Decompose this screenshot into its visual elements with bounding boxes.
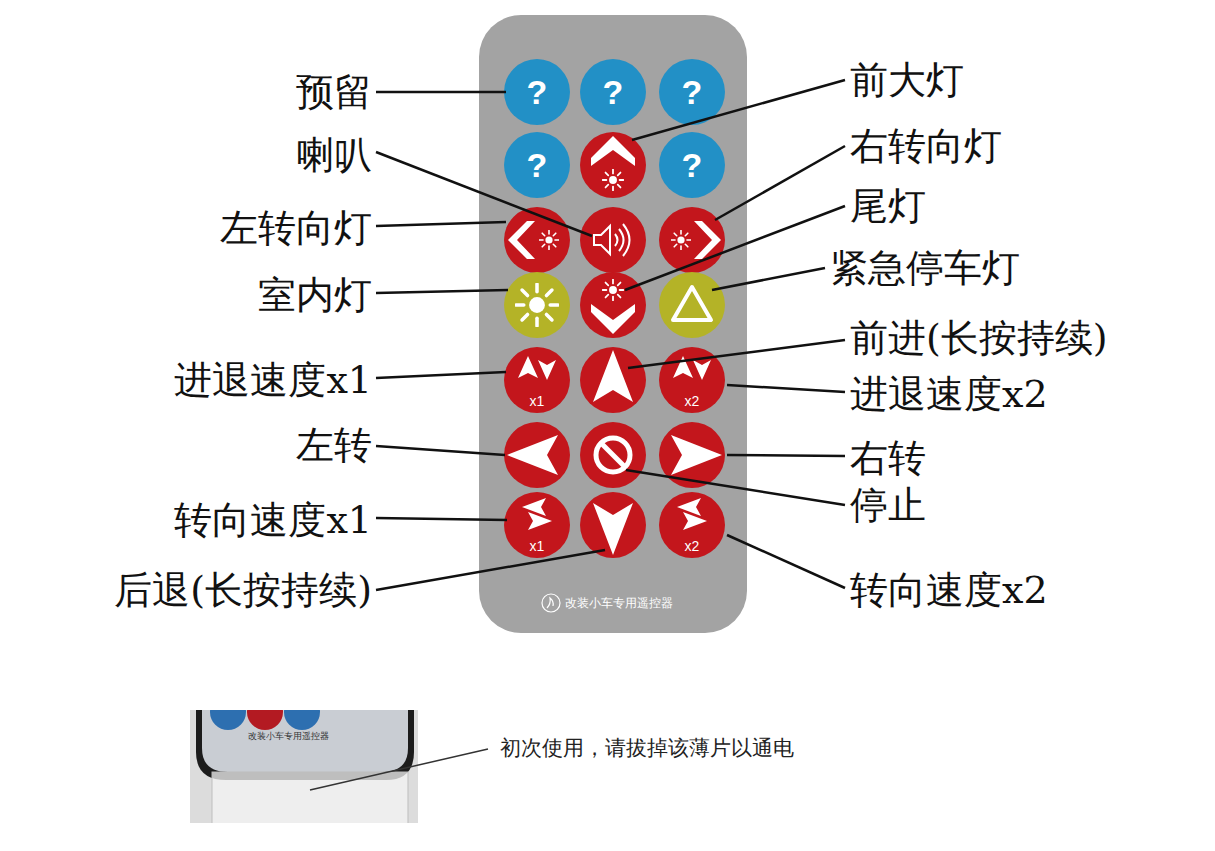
callout-label: 预留 (296, 68, 372, 117)
speed-button: x1 (504, 492, 570, 558)
callout-label: 进退速度x1 (174, 356, 372, 405)
reserved-button: ? (580, 59, 646, 125)
speed-button: x1 (504, 347, 570, 413)
photo-brand-text: 改装小车专用遥控器 (248, 730, 329, 742)
speed-button: x2 (659, 347, 725, 413)
callout-label: 室内灯 (258, 271, 372, 320)
callout-label: 紧急停车灯 (830, 244, 1020, 293)
callout-label: 右转向灯 (850, 122, 1002, 171)
button-symbol: ? (682, 148, 703, 182)
speed-button: x2 (659, 492, 725, 558)
callout-label: 前大灯 (850, 56, 964, 105)
button-symbol: ? (527, 75, 548, 109)
callout-label: 左转向灯 (220, 204, 372, 253)
remote-body: 改装小车专用遥控器????? x1 x2 x1 x2 (479, 15, 747, 633)
reserved-button: ? (659, 132, 725, 198)
callout-label: 右转 (850, 434, 926, 483)
reserved-button: ? (504, 59, 570, 125)
callout-label: 转向速度x2 (850, 566, 1048, 615)
callout-label: 停止 (850, 481, 926, 530)
speed-text: x1 (530, 394, 545, 413)
speed-text: x2 (685, 539, 700, 558)
callout-label: 进退速度x2 (850, 370, 1048, 419)
callout-label: 喇叭 (296, 131, 372, 180)
callout-label: 前进(长按持续) (850, 314, 1108, 363)
brand-text: 改装小车专用遥控器 (565, 595, 673, 612)
button-symbol: ? (527, 148, 548, 182)
reserved-button: ? (504, 132, 570, 198)
speed-text: x1 (530, 539, 545, 558)
callout-label: 转向速度x1 (174, 496, 372, 545)
reserved-button: ? (659, 59, 725, 125)
note-text: 初次使用，请拔掉该薄片以通电 (500, 735, 794, 762)
callout-label: 左转 (296, 421, 372, 470)
callout-label: 后退(长按持续) (114, 566, 372, 615)
speed-text: x2 (685, 394, 700, 413)
button-symbol: ? (682, 75, 703, 109)
callout-label: 尾灯 (850, 182, 926, 231)
button-symbol: ? (603, 75, 624, 109)
